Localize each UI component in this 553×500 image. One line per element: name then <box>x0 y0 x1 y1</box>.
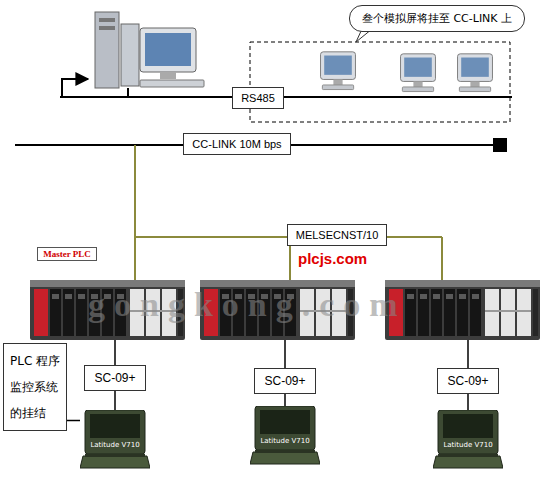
node-text: Latitude V710 <box>441 441 495 449</box>
laptop: Latitude V710 <box>433 410 503 472</box>
node-text: Latitude V710 <box>258 437 312 445</box>
connector <box>467 394 469 410</box>
converter-box: SC-09+ <box>437 368 498 394</box>
watermark: plcjs.com <box>298 250 367 267</box>
node-text: SC-09+ <box>447 374 488 388</box>
laptop: Latitude V710 <box>250 406 320 468</box>
bus-label: CC-LINK 10M bps <box>183 133 290 155</box>
display-computer <box>401 54 436 92</box>
melsecnet-lines <box>135 145 442 282</box>
node-text: Master PLC <box>43 249 91 259</box>
connector <box>284 394 286 406</box>
plc-rack <box>385 280 540 340</box>
node-text: PLC 程序监控系统的挂结 <box>10 348 62 426</box>
node-text: RS485 <box>241 92 275 104</box>
note-callout: PLC 程序监控系统的挂结 <box>3 343 67 431</box>
rs485-bus <box>60 96 512 98</box>
bus-terminator <box>493 138 507 152</box>
bus-label: MELSECNST/10 <box>287 224 388 246</box>
plc-tag: Master PLC <box>37 247 97 261</box>
display-computer <box>458 54 493 92</box>
callout-bubble: 叁个模拟屏将挂至 CC-LINK 上 <box>349 5 525 32</box>
converter-box: SC-09+ <box>84 365 145 391</box>
laptop: Latitude V710 <box>80 410 150 472</box>
watermark: gongkong.com <box>88 286 407 324</box>
display-computer <box>321 52 356 90</box>
node-text: MELSECNST/10 <box>296 229 379 241</box>
connector <box>114 391 116 410</box>
plc-wires <box>115 340 468 368</box>
connector <box>67 420 80 422</box>
node-text: CC-LINK 10M bps <box>192 138 281 150</box>
bus-label: RS485 <box>232 87 284 109</box>
node-text: Latitude V710 <box>88 441 142 449</box>
host-drop <box>127 88 129 97</box>
host-computer <box>95 12 204 88</box>
node-text: SC-09+ <box>264 374 305 388</box>
converter-box: SC-09+ <box>254 368 315 394</box>
node-text: 叁个模拟屏将挂至 CC-LINK 上 <box>362 11 512 26</box>
host-arrow <box>62 79 88 97</box>
dashed-group <box>250 42 510 122</box>
node-text: SC-09+ <box>94 371 135 385</box>
